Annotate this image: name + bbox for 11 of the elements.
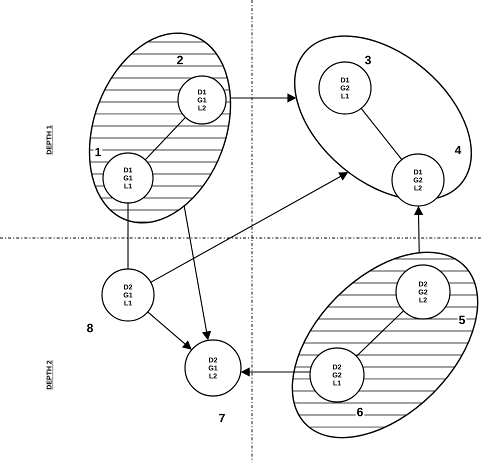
connector-line [356, 310, 404, 357]
callout-number: 7 [218, 412, 226, 424]
callout-number: 8 [86, 322, 94, 334]
connector-line [144, 117, 186, 160]
connector-line [127, 203, 129, 269]
callout-number: 1 [94, 146, 102, 158]
callout-number: 5 [458, 314, 466, 326]
callout-number: 4 [454, 144, 462, 156]
callout-number: 6 [356, 406, 364, 418]
callout-number: 2 [176, 54, 184, 66]
connector-line [360, 108, 402, 160]
